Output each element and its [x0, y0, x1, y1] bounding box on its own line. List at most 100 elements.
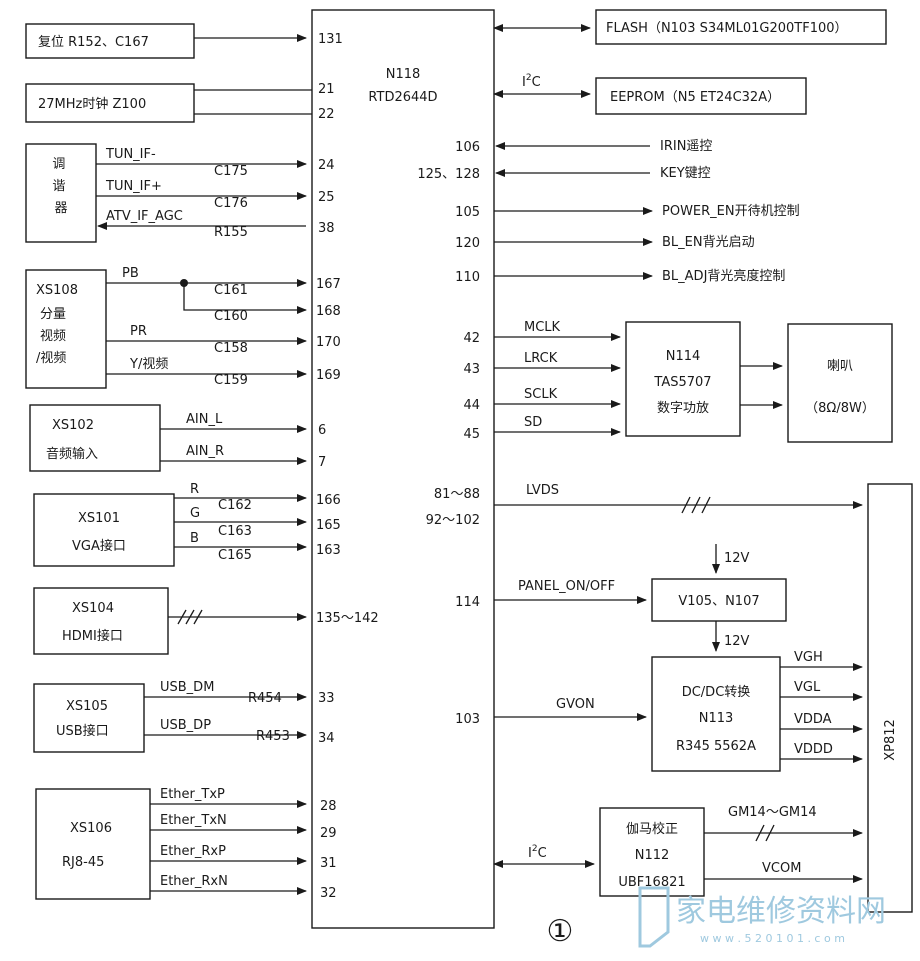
gamma-bus-slashes — [755, 824, 775, 842]
bl-adj-label: BL_ADJ背光亮度控制 — [662, 268, 785, 284]
xs102-id: XS102 — [52, 418, 94, 433]
xs108-pin-1: 167 — [316, 277, 341, 292]
xs102-box — [29, 404, 161, 472]
clock-pin-b: 22 — [318, 107, 335, 122]
dcdc-out-2: VGL — [794, 680, 821, 695]
gamma-bus-i: I — [528, 846, 532, 861]
panel-v-in: 12V — [724, 551, 750, 566]
xs101-part-3: C165 — [218, 548, 252, 563]
dcdc-out-3: VDDA — [794, 712, 832, 727]
xs108-part-1: C161 — [214, 283, 248, 298]
xs101-net-1: R — [190, 482, 199, 497]
xp812-box — [867, 483, 913, 913]
tuner-part-3: R155 — [214, 225, 248, 240]
speaker-label: 喇叭 — [827, 359, 853, 374]
panel-box-label: V105、N107 — [678, 594, 759, 609]
xs108-pin-2: 168 — [316, 304, 341, 319]
xs106-net-2: Ether_TxN — [160, 813, 227, 828]
tuner-net-1: TUN_IF- — [105, 147, 156, 162]
clock-pin-a: 21 — [318, 82, 335, 97]
xs105-id: XS105 — [66, 699, 108, 714]
tuner-part-1: C175 — [214, 164, 248, 179]
xs105-part-1: R454 — [248, 691, 282, 706]
gamma-net-vcom: VCOM — [762, 861, 801, 876]
clock-label: 27MHz时钟 Z100 — [38, 96, 146, 112]
dcdc-box — [651, 656, 781, 772]
dcdc-line2: N113 — [699, 711, 734, 726]
xs106-desc: RJ8-45 — [62, 855, 104, 870]
reset-pin: 131 — [318, 32, 343, 47]
lrck-net: LRCK — [524, 351, 558, 366]
xs101-box — [33, 493, 175, 567]
tuner-pin-3: 38 — [318, 221, 335, 236]
xs108-part-4: C159 — [214, 373, 248, 388]
xs101-pin-3: 163 — [316, 543, 341, 558]
eeprom-bus: I2C — [522, 73, 541, 90]
amp-box — [625, 321, 741, 437]
xs105-desc: USB接口 — [56, 723, 109, 739]
eeprom-bus-i: I — [522, 75, 526, 90]
xs101-part-1: C162 — [218, 498, 252, 513]
mclk-net: MCLK — [524, 320, 561, 335]
xp812-label: XP812 — [883, 719, 898, 761]
dcdc-out-4: VDDD — [794, 742, 833, 757]
xs108-pin-4: 169 — [316, 368, 341, 383]
xs104-box — [33, 587, 169, 655]
xs106-pin-1: 28 — [320, 799, 337, 814]
figure-label: ① — [547, 914, 574, 949]
gamma-line2: N112 — [635, 848, 670, 863]
tuner-pin-1: 24 — [318, 158, 335, 173]
flash-label: FLASH（N103 S34ML01G200TF100） — [606, 21, 848, 36]
dcdc-line3: R345 5562A — [676, 739, 756, 754]
xs106-box — [35, 788, 151, 900]
clock-box — [25, 83, 195, 123]
lvds-bus-slashes — [681, 496, 711, 514]
dcdc-net: GVON — [556, 697, 595, 712]
chip-name: N118 — [386, 67, 421, 82]
dcdc-out-1: VGH — [794, 650, 823, 665]
xs108-line-1: 分量 — [40, 307, 66, 322]
dcdc-line1: DC/DC转换 — [682, 685, 751, 700]
chip-box — [311, 9, 495, 929]
speaker-box — [787, 323, 893, 443]
lvds-net: LVDS — [526, 483, 559, 498]
xs106-pin-3: 31 — [320, 856, 337, 871]
hdmi-bus-slashes — [177, 609, 203, 625]
xs108-id: XS108 — [36, 283, 78, 298]
watermark-text: 家电维修资料网 — [676, 894, 886, 929]
xs106-id: XS106 — [70, 821, 112, 836]
xs106-net-1: Ether_TxP — [160, 787, 225, 802]
amp-id: N114 — [666, 349, 701, 364]
xs106-pin-2: 29 — [320, 826, 337, 841]
xs102-net-1: AIN_L — [186, 412, 223, 427]
speaker-spec: （8Ω/8W） — [805, 401, 875, 416]
tuner-part-2: C176 — [214, 196, 248, 211]
panel-box — [651, 578, 787, 622]
tuner-char-1: 调 — [52, 157, 65, 172]
key-label: KEY键控 — [660, 166, 711, 181]
xs106-net-4: Ether_RxN — [160, 874, 228, 889]
lvds-pin-a: 81～88 — [434, 487, 480, 502]
eeprom-bus-sup: 2 — [526, 73, 532, 83]
lvds-pin-b: 92～102 — [426, 513, 480, 528]
chip-model: RTD2644D — [368, 90, 437, 105]
xs108-part-2: C160 — [214, 309, 248, 324]
xs102-net-2: AIN_R — [186, 444, 224, 459]
irin-label: IRIN遥控 — [660, 139, 712, 154]
gamma-bus-sup: 2 — [532, 844, 538, 854]
xs108-line-2: 视频 — [40, 329, 66, 344]
tuner-label: 调 谐 器 — [52, 157, 69, 216]
flash-box — [595, 9, 887, 45]
power-en-pin: 105 — [455, 205, 480, 220]
amp-desc: 数字功放 — [657, 401, 709, 416]
watermark: 家电维修资料网 w w w . 5 2 0 1 0 1 . c o m — [638, 886, 886, 948]
xs108-box — [25, 269, 107, 389]
tuner-net-2: TUN_IF+ — [105, 179, 162, 194]
xs105-part-2: R453 — [256, 729, 290, 744]
eeprom-bus-c: C — [532, 75, 541, 90]
xs102-desc: 音频输入 — [46, 446, 98, 462]
gamma-box — [599, 807, 705, 897]
xs108-pin-3: 170 — [316, 335, 341, 350]
watermark-url: w w w . 5 2 0 1 0 1 . c o m — [700, 932, 845, 945]
xs108-part-3: C158 — [214, 341, 248, 356]
